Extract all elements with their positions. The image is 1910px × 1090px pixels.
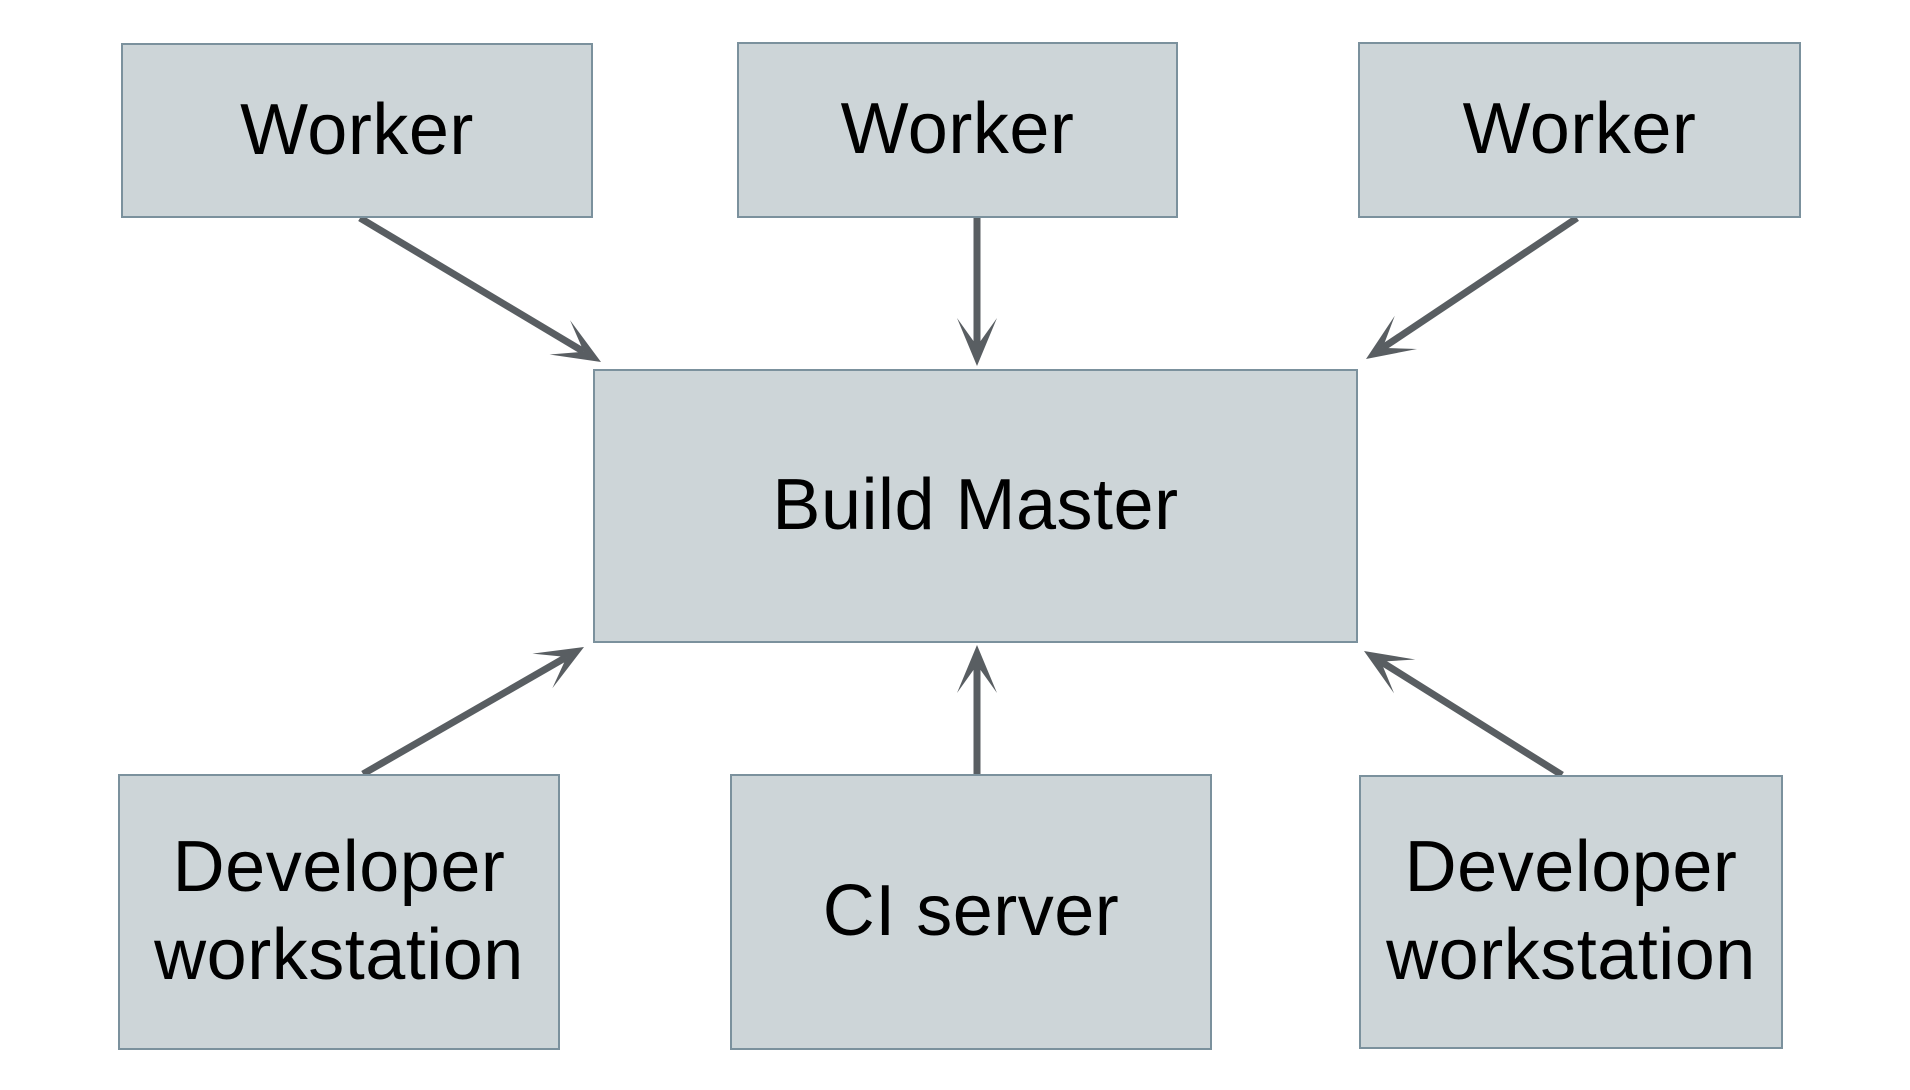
node-worker-3: Worker [1358, 42, 1801, 218]
arrow-developer-workstation-1-to-build-master [361, 647, 584, 778]
node-worker-2: Worker [737, 42, 1178, 218]
node-developer-workstation-2: Developer workstation [1359, 775, 1783, 1049]
node-label: Worker [840, 89, 1075, 170]
node-worker-1: Worker [121, 43, 593, 218]
arrow-worker-1-to-build-master [358, 214, 601, 362]
node-build-master: Build Master [593, 369, 1358, 643]
arrowhead-icon [1366, 315, 1418, 359]
node-label: Developer workstation [1386, 827, 1756, 995]
arrowhead-icon [549, 320, 601, 362]
arrow-developer-workstation-2-to-build-master [1364, 651, 1564, 778]
arrowhead-icon [957, 645, 997, 693]
arrowhead-icon [532, 647, 584, 689]
node-label: CI server [822, 871, 1120, 952]
node-developer-workstation-1: Developer workstation [118, 774, 560, 1050]
node-label: Build Master [772, 465, 1179, 546]
node-label: Developer workstation [154, 827, 524, 995]
node-label: Worker [240, 89, 474, 170]
node-ci-server: CI server [730, 774, 1212, 1050]
arrow-worker-2-to-build-master [957, 218, 997, 366]
arrowhead-icon [1364, 651, 1416, 694]
arrow-worker-3-to-build-master [1366, 215, 1579, 359]
arrowhead-icon [957, 318, 997, 366]
node-label: Worker [1462, 89, 1697, 170]
arrow-ci-server-to-build-master [957, 645, 997, 775]
